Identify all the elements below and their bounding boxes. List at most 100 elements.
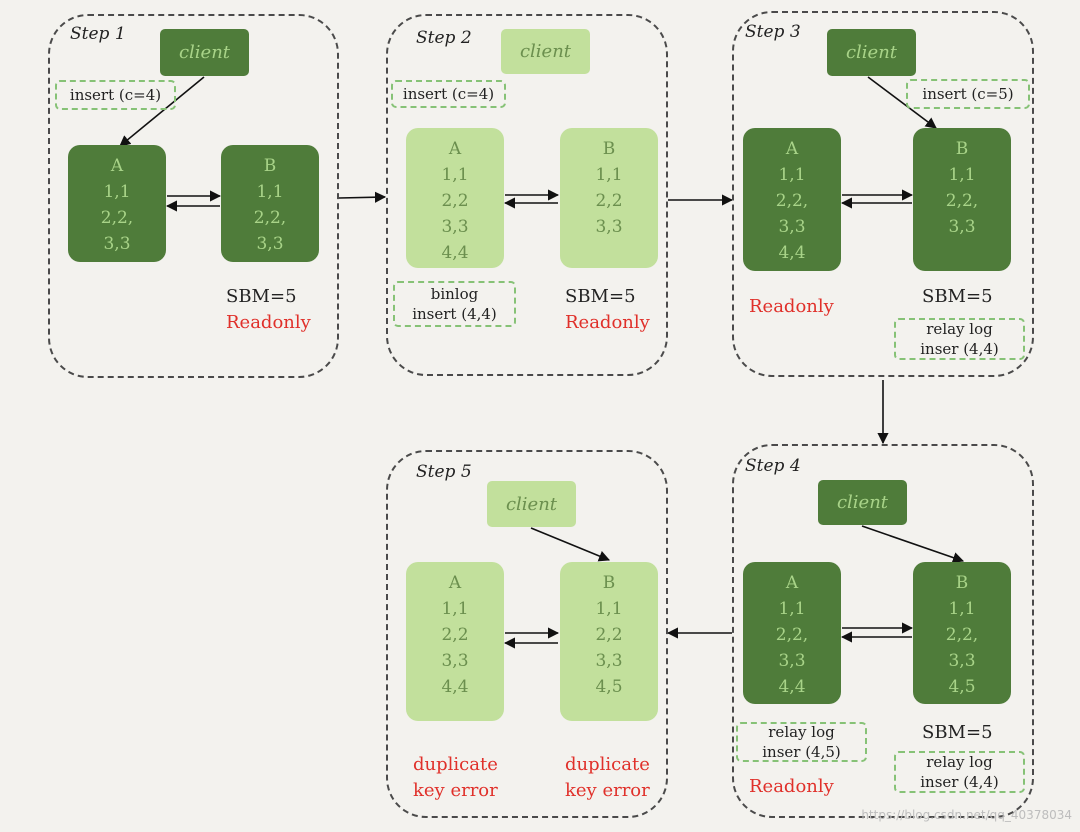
step3-client: client bbox=[827, 29, 916, 76]
node-b-row: 4,5 bbox=[948, 677, 976, 697]
relay-line: inser (4,4) bbox=[920, 773, 999, 791]
node-b-row: 3,3 bbox=[948, 217, 976, 237]
relay-line: inser (4,4) bbox=[920, 340, 999, 358]
node-b-row: 1,1 bbox=[595, 599, 623, 619]
node-a-row: 2,2, bbox=[775, 191, 809, 211]
node-b-label: B bbox=[602, 573, 616, 593]
step3-client-arrow bbox=[867, 76, 937, 129]
step4-title: Step 4 bbox=[745, 456, 801, 476]
node-b-row: 3,3 bbox=[256, 234, 284, 254]
node-a-row: 2,2 bbox=[441, 191, 469, 211]
step5-panel bbox=[386, 450, 668, 818]
node-b-row: 1,1 bbox=[256, 182, 284, 202]
step3-panel bbox=[732, 11, 1034, 377]
node-a-row: 4,4 bbox=[441, 677, 469, 697]
step4-relay-note-b: relay log inser (4,4) bbox=[894, 751, 1025, 793]
step3-sbm: SBM=5 bbox=[922, 286, 993, 307]
step5-node-a: A 1,1 2,2 3,3 4,4 bbox=[406, 562, 504, 721]
step1-readonly: Readonly bbox=[226, 312, 311, 333]
node-b-label: B bbox=[955, 573, 969, 593]
step4-panel bbox=[732, 444, 1034, 818]
node-b-row: 1,1 bbox=[948, 599, 976, 619]
step4-relay-note-a: relay log inser (4,5) bbox=[736, 722, 867, 762]
relay-line: relay log bbox=[768, 723, 835, 741]
node-b-row: 2,2 bbox=[595, 191, 623, 211]
step2-client: client bbox=[501, 29, 590, 74]
step1-panel bbox=[48, 14, 339, 378]
node-a-row: 1,1 bbox=[778, 599, 806, 619]
node-a-row: 4,4 bbox=[778, 243, 806, 263]
step1-title: Step 1 bbox=[70, 24, 126, 44]
node-a-row: 3,3 bbox=[778, 651, 806, 671]
node-b-row: 2,2, bbox=[945, 191, 979, 211]
node-b-row: 3,3 bbox=[595, 217, 623, 237]
node-a-label: A bbox=[785, 573, 799, 593]
step4-readonly: Readonly bbox=[749, 776, 834, 797]
node-a-row: 4,4 bbox=[778, 677, 806, 697]
step2-sbm: SBM=5 bbox=[565, 286, 636, 307]
step2-panel bbox=[386, 14, 668, 376]
binlog-line: insert (4,4) bbox=[412, 305, 497, 323]
step1-node-b: B 1,1 2,2, 3,3 bbox=[221, 145, 319, 262]
node-b-label: B bbox=[602, 139, 616, 159]
step4-sbm: SBM=5 bbox=[922, 722, 993, 743]
node-a-row: 1,1 bbox=[441, 165, 469, 185]
step5-client-arrow bbox=[530, 527, 611, 562]
step2-node-a: A 1,1 2,2 3,3 4,4 bbox=[406, 128, 504, 268]
step2-node-b: B 1,1 2,2 3,3 bbox=[560, 128, 658, 268]
node-a-row: 2,2, bbox=[100, 208, 134, 228]
relay-line: inser (4,5) bbox=[762, 743, 841, 761]
step4-node-b: B 1,1 2,2, 3,3 4,5 bbox=[913, 562, 1011, 704]
node-b-row: 2,2, bbox=[253, 208, 287, 228]
error-line: duplicate bbox=[565, 754, 650, 775]
error-line: key error bbox=[565, 780, 650, 801]
node-a-row: 3,3 bbox=[778, 217, 806, 237]
node-a-row: 2,2 bbox=[441, 625, 469, 645]
step4-node-a: A 1,1 2,2, 3,3 4,4 bbox=[743, 562, 841, 704]
node-a-row: 1,1 bbox=[778, 165, 806, 185]
binlog-line: binlog bbox=[430, 285, 479, 303]
step3-relay-note: relay log inser (4,4) bbox=[894, 318, 1025, 360]
step3-node-b: B 1,1 2,2, 3,3 bbox=[913, 128, 1011, 271]
node-a-label: A bbox=[448, 139, 462, 159]
node-a-row: 4,4 bbox=[441, 243, 469, 263]
node-a-row: 1,1 bbox=[441, 599, 469, 619]
step1-node-a: A 1,1 2,2, 3,3 bbox=[68, 145, 166, 262]
node-b-row: 4,5 bbox=[595, 677, 623, 697]
node-a-row: 3,3 bbox=[103, 234, 131, 254]
node-a-row: 1,1 bbox=[103, 182, 131, 202]
step2-readonly: Readonly bbox=[565, 312, 650, 333]
step1-client-arrow bbox=[119, 76, 205, 147]
step3-node-a: A 1,1 2,2, 3,3 4,4 bbox=[743, 128, 841, 271]
relay-line: relay log bbox=[926, 753, 993, 771]
node-a-label: A bbox=[448, 573, 462, 593]
node-b-row: 1,1 bbox=[948, 165, 976, 185]
step3-title: Step 3 bbox=[745, 22, 801, 42]
node-a-label: A bbox=[785, 139, 799, 159]
step1-sbm: SBM=5 bbox=[226, 286, 297, 307]
step3-readonly: Readonly bbox=[749, 296, 834, 317]
watermark: https://blog.csdn.net/qq_40378034 bbox=[861, 808, 1072, 822]
node-b-row: 1,1 bbox=[595, 165, 623, 185]
node-a-label: A bbox=[110, 156, 124, 176]
node-b-row: 3,3 bbox=[595, 651, 623, 671]
step4-client-arrow bbox=[861, 525, 965, 563]
step1-to-step2-arrow bbox=[338, 191, 387, 203]
step5-node-b: B 1,1 2,2 3,3 4,5 bbox=[560, 562, 658, 721]
step2-title: Step 2 bbox=[416, 28, 472, 48]
step5-client: client bbox=[487, 481, 576, 527]
step2-insert-note: insert (c=4) bbox=[391, 80, 506, 108]
step5-error-b: duplicate key error bbox=[565, 752, 650, 804]
node-b-row: 2,2, bbox=[945, 625, 979, 645]
node-b-label: B bbox=[263, 156, 277, 176]
node-b-row: 3,3 bbox=[948, 651, 976, 671]
error-line: duplicate bbox=[413, 754, 498, 775]
node-b-label: B bbox=[955, 139, 969, 159]
node-a-row: 2,2, bbox=[775, 625, 809, 645]
step1-insert-note: insert (c=4) bbox=[55, 80, 176, 110]
step3-insert-note: insert (c=5) bbox=[906, 79, 1030, 109]
node-a-row: 3,3 bbox=[441, 651, 469, 671]
node-a-row: 3,3 bbox=[441, 217, 469, 237]
error-line: key error bbox=[413, 780, 498, 801]
